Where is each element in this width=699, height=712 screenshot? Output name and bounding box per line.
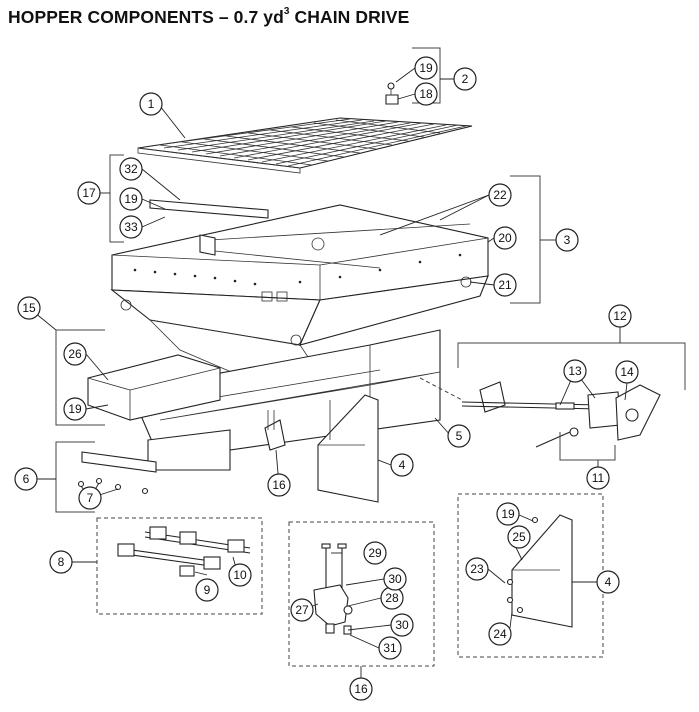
callout-28: 28: [380, 586, 404, 610]
callout-30: 30: [390, 613, 414, 637]
callout-label: 16: [354, 682, 368, 696]
callout-label: 26: [68, 347, 82, 361]
callout-label: 19: [68, 402, 82, 416]
callout-label: 22: [493, 188, 507, 202]
callout-1: 1: [139, 92, 163, 116]
side-guard: [317, 394, 379, 503]
callout-label: 21: [498, 278, 512, 292]
callout-label: 30: [388, 572, 402, 586]
callout-30: 30: [383, 567, 407, 591]
callout-18: 18: [414, 82, 438, 106]
callout-label: 30: [395, 618, 409, 632]
callout-label: 25: [512, 530, 526, 544]
callout-label: 5: [456, 429, 463, 443]
callout-label: 19: [124, 192, 138, 206]
callout-22: 22: [488, 183, 512, 207]
callout-label: 12: [613, 309, 627, 323]
callout-29: 29: [363, 541, 387, 565]
callout-25: 25: [507, 525, 531, 549]
callout-16: 16: [267, 473, 291, 497]
callout-2: 2: [453, 67, 477, 91]
callout-label: 9: [204, 583, 211, 597]
callout-26: 26: [63, 342, 87, 366]
callout-12: 12: [608, 304, 632, 328]
callout-label: 16: [272, 478, 286, 492]
callout-14: 14: [615, 360, 639, 384]
callout-27: 27: [290, 598, 314, 622]
callout-label: 31: [383, 641, 397, 655]
callout-10: 10: [228, 563, 252, 587]
callout-24: 24: [488, 622, 512, 646]
callout-label: 27: [295, 603, 309, 617]
callout-23: 23: [465, 557, 489, 581]
callout-17: 17: [77, 181, 101, 205]
callout-label: 33: [124, 220, 138, 234]
callout-31: 31: [378, 636, 402, 660]
callout-label: 6: [23, 472, 30, 486]
page-title: HOPPER COMPONENTS – 0.7 yd3 CHAIN DRIVE: [8, 6, 410, 28]
callout-20: 20: [493, 226, 517, 250]
callout-label: 7: [87, 491, 94, 505]
callout-label: 4: [399, 458, 406, 472]
callout-label: 14: [620, 365, 634, 379]
callout-13: 13: [563, 359, 587, 383]
hanger-inset: [288, 521, 435, 667]
callout-label: 11: [592, 471, 605, 485]
callout-4: 4: [596, 570, 620, 594]
callout-19: 19: [414, 56, 438, 80]
callout-label: 20: [498, 231, 512, 245]
callout-label: 1: [148, 97, 155, 111]
callout-label: 32: [124, 162, 138, 176]
callout-label: 13: [568, 364, 582, 378]
callout-32: 32: [119, 157, 143, 181]
callout-label: 15: [22, 301, 36, 315]
callout-3: 3: [555, 228, 579, 252]
callout-11: 11: [586, 466, 610, 490]
grate: [137, 117, 473, 174]
hanger-assembly: [264, 410, 286, 451]
callout-label: 18: [419, 87, 433, 101]
callout-label: 4: [605, 575, 612, 589]
callout-19: 19: [496, 502, 520, 526]
callout-4: 4: [390, 453, 414, 477]
callout-8: 8: [49, 550, 73, 574]
grate-latch: [385, 47, 441, 105]
title-text: HOPPER COMPONENTS – 0.7 yd: [8, 7, 284, 27]
callout-label: 28: [385, 591, 399, 605]
callout-label: 24: [493, 627, 507, 641]
callout-label: 3: [564, 233, 571, 247]
callout-label: 2: [462, 72, 469, 86]
title-suffix: CHAIN DRIVE: [289, 7, 410, 27]
callout-7: 7: [78, 486, 102, 510]
callout-9: 9: [195, 578, 219, 602]
callout-5: 5: [447, 424, 471, 448]
callout-19: 19: [119, 187, 143, 211]
callout-label: 19: [501, 507, 515, 521]
callout-15: 15: [17, 296, 41, 320]
callout-6: 6: [14, 467, 38, 491]
drive-shaft: [419, 342, 686, 448]
callout-21: 21: [493, 273, 517, 297]
callout-label: 23: [470, 562, 484, 576]
callout-label: 10: [233, 568, 247, 582]
title-superscript: 3: [283, 6, 290, 17]
callout-label: 29: [368, 546, 382, 560]
hopper-body: [110, 175, 556, 381]
chain-inset: [96, 517, 263, 615]
callout-label: 19: [419, 61, 433, 75]
deflector-plate: [55, 441, 157, 513]
callout-19: 19: [63, 397, 87, 421]
hopper-brace: [109, 154, 269, 256]
callout-label: 17: [82, 186, 96, 200]
guard-inset: [457, 493, 604, 658]
callout-label: 8: [58, 555, 65, 569]
callout-16: 16: [349, 677, 373, 701]
spinner-mount: [55, 329, 221, 426]
callout-33: 33: [119, 215, 143, 239]
